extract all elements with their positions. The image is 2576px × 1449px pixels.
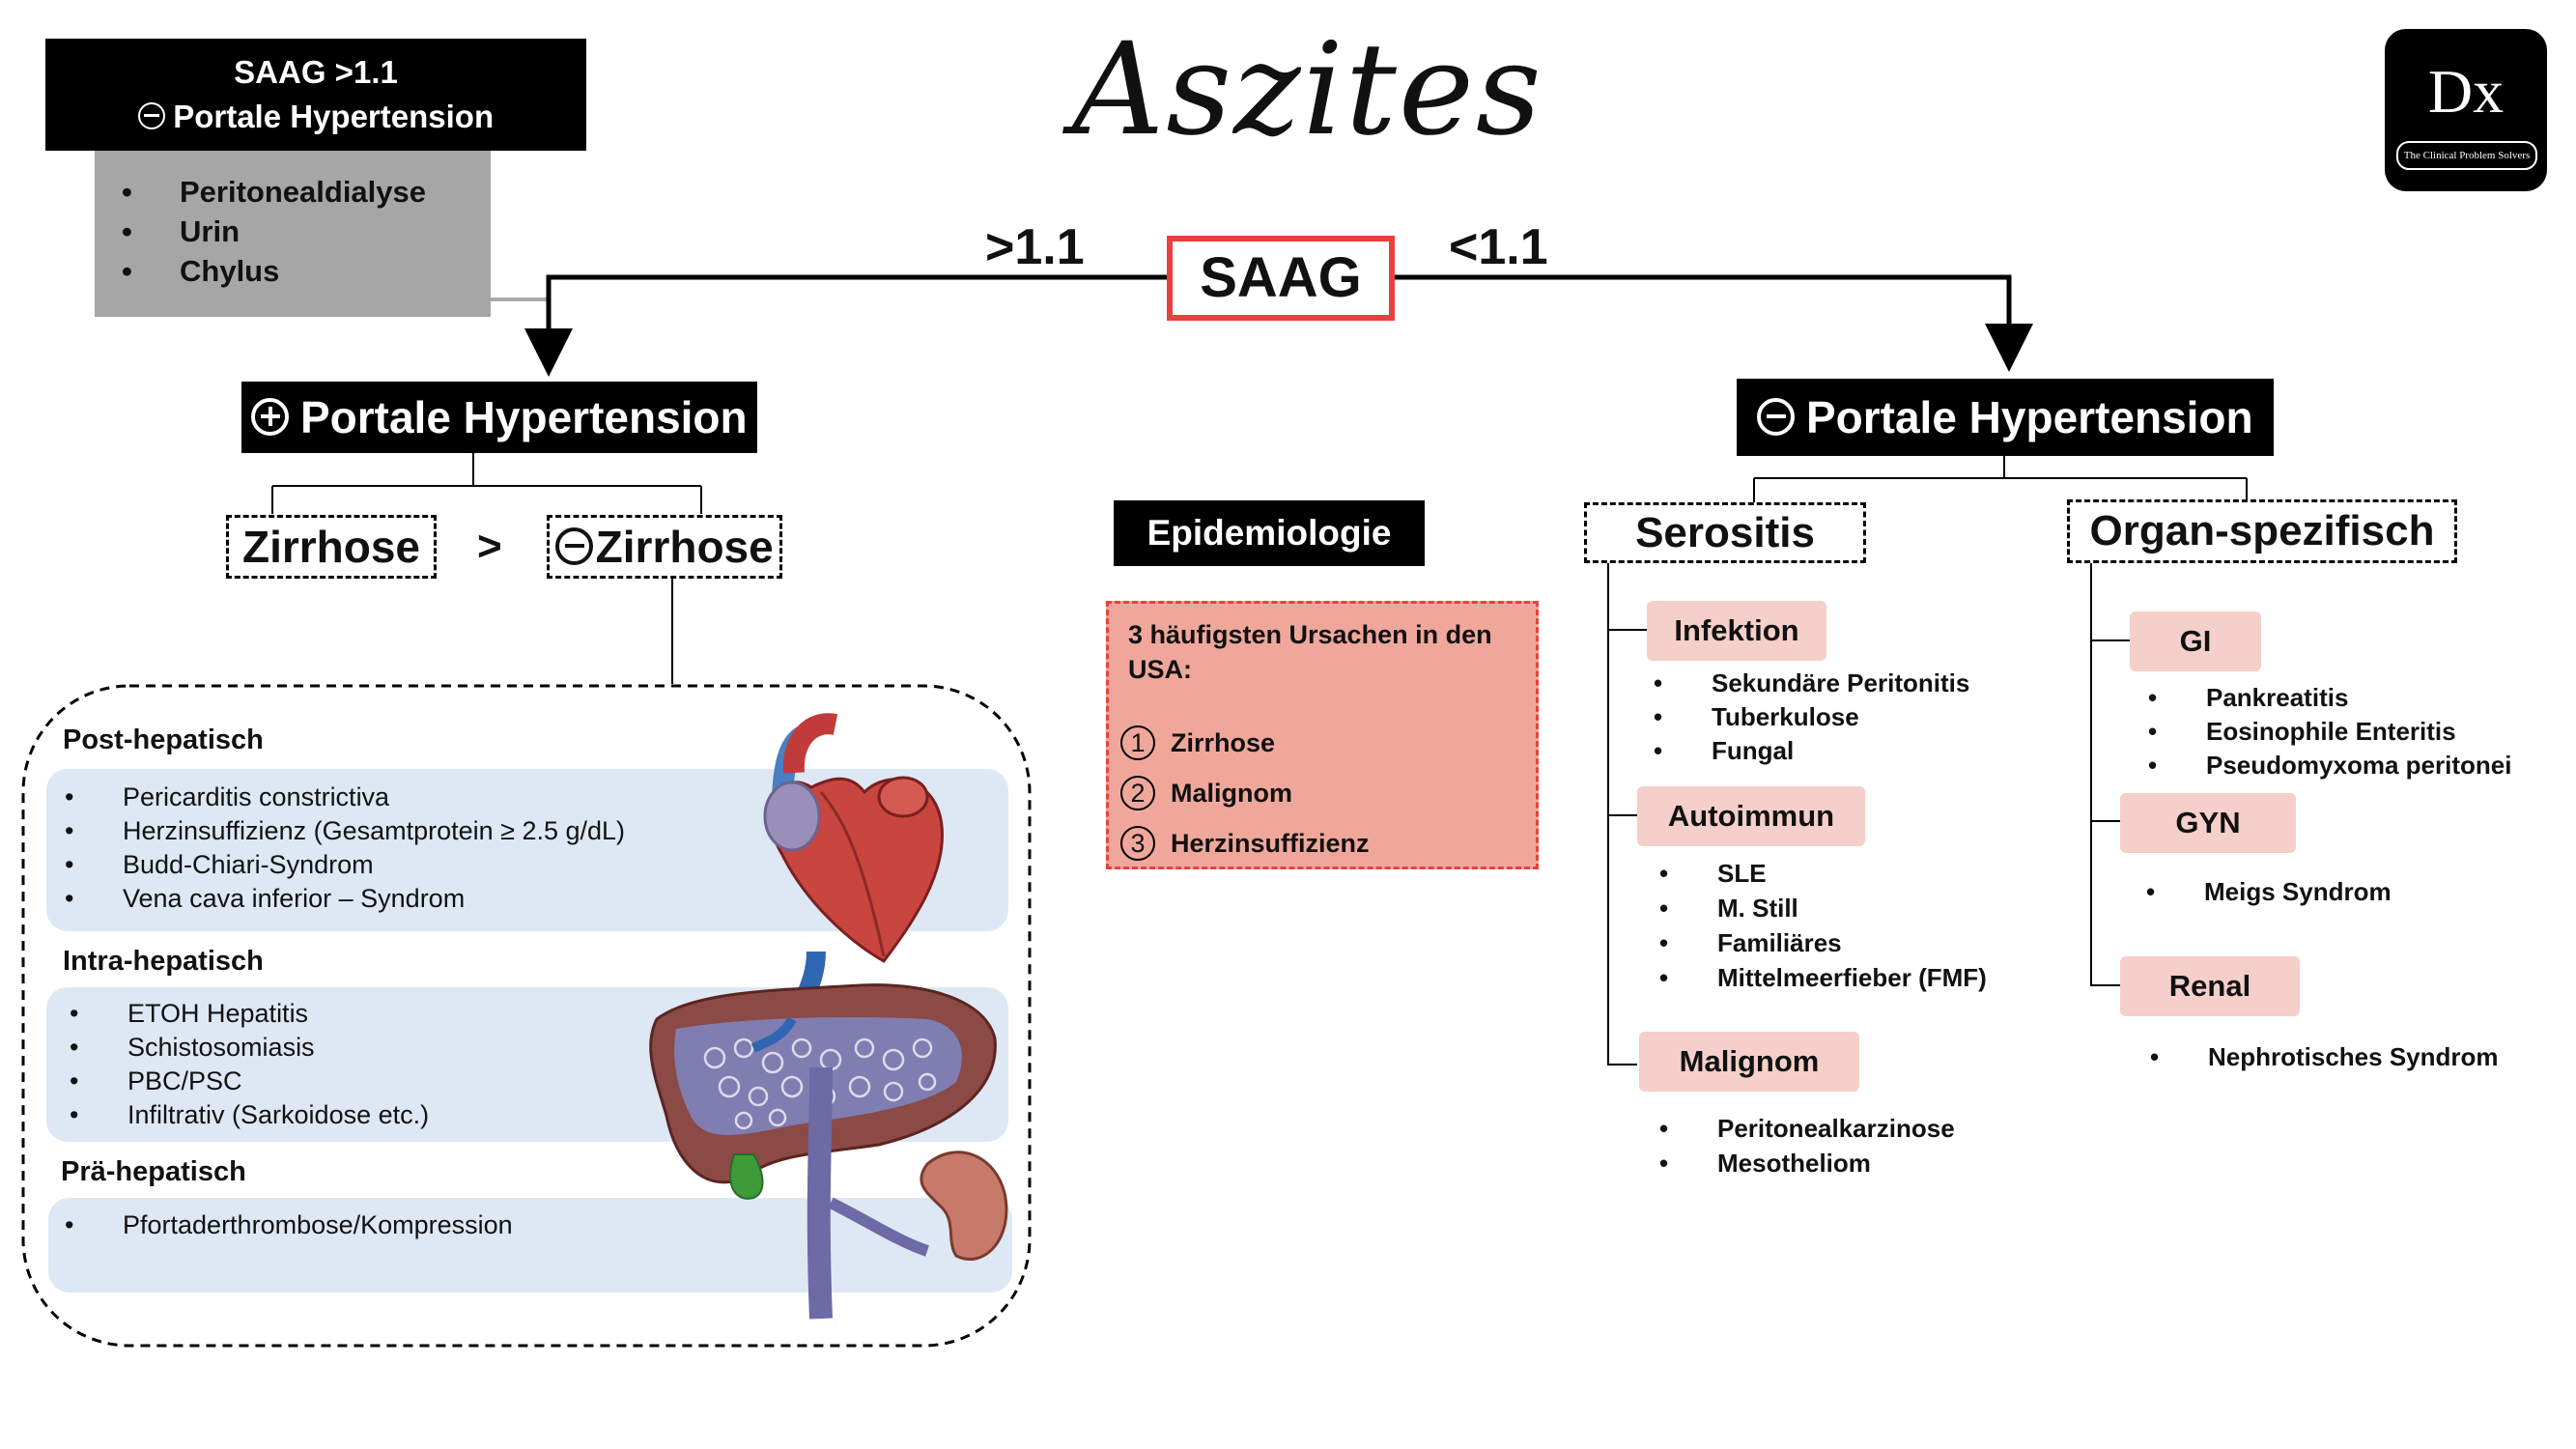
list-item-continuation: Mittelmeerfieber (FMF) (1657, 960, 1987, 995)
autoimmun-list: SLE M. Still Familiäres Mittelmeerfieber… (1657, 856, 1987, 995)
list-item: Schistosomiasis (68, 1031, 429, 1065)
legend-line1: SAAG >1.1 (234, 54, 398, 90)
list-item: Pfortaderthrombose/Kompression (63, 1208, 513, 1242)
portal-hypertension-negative-header: Portale Hypertension (1737, 379, 2274, 456)
category-gi: GI (2130, 611, 2261, 671)
right-header-label: Portale Hypertension (1805, 392, 2253, 442)
category-renal: Renal (2120, 956, 2300, 1016)
saag-right-value: <1.1 (1449, 219, 1548, 275)
aorta-icon (782, 713, 838, 774)
group-title-intra-hepatic: Intra-hepatisch (63, 946, 264, 977)
category-gyn: GYN (2120, 793, 2296, 853)
epidemiology-item-1: 1 Zirrhose (1120, 724, 1275, 762)
list-item: ETOH Hepatitis (68, 997, 429, 1031)
epidemiology-item-2: 2 Malignom (1120, 774, 1292, 812)
list-item: Eosinophile Enteritis (2146, 715, 2511, 749)
group-list-post-hepatic: Pericarditis constrictiva Herzinsuffizie… (63, 781, 625, 916)
list-item: Budd-Chiari-Syndrom (63, 848, 625, 882)
plus-circle-icon (251, 397, 290, 436)
group-title-pre-hepatic: Prä-hepatisch (61, 1156, 246, 1187)
list-item: M. Still (1657, 891, 1987, 925)
list-item: Peritonealkarzinose (1657, 1111, 1955, 1146)
category-infektion: Infektion (1647, 601, 1826, 661)
renal-list: Nephrotisches Syndrom (2148, 1039, 2499, 1074)
number-3-icon: 3 (1120, 826, 1155, 861)
zirrhose-box: Zirrhose (226, 515, 437, 579)
group-list-pre-hepatic: Pfortaderthrombose/Kompression (63, 1208, 513, 1242)
list-item: Peritonealdialyse (120, 172, 491, 212)
list-item: Herzinsuffizienz (Gesamtprotein ≥ 2.5 g/… (63, 814, 625, 848)
list-item: SLE (1657, 856, 1987, 891)
list-item: Tuberkulose (1652, 700, 1969, 734)
list-item: Urin (120, 212, 491, 251)
gi-list: Pankreatitis Eosinophile Enteritis Pseud… (2146, 681, 2511, 782)
saag-label: SAAG (1200, 246, 1362, 309)
number-2-icon: 2 (1120, 776, 1155, 810)
list-item: Meigs Syndrom (2144, 874, 2392, 909)
compare-sign: > (477, 523, 502, 570)
category-autoimmun: Autoimmun (1637, 786, 1865, 846)
logo-tagline: The Clinical Problem Solvers (2396, 141, 2537, 170)
list-item: Pericarditis constrictiva (63, 781, 625, 814)
number-1-icon: 1 (1120, 725, 1155, 760)
non-zirrhose-label: Zirrhose (595, 522, 774, 572)
epidemiology-item-text: Herzinsuffizienz (1171, 829, 1370, 858)
list-item: Sekundäre Peritonitis (1652, 667, 1969, 700)
epidemiology-box: 3 häufigsten Ursachen in den USA: 1 Zirrh… (1106, 601, 1539, 869)
non-zirrhose-box: Zirrhose (547, 515, 782, 579)
legend-list-box: Peritonealdialyse Urin Chylus (95, 151, 491, 317)
left-header-label: Portale Hypertension (299, 392, 748, 442)
epidemiology-header: Epidemiologie (1114, 500, 1425, 566)
serositis-box: Serositis (1584, 502, 1866, 563)
epidemiology-intro: 3 häufigsten Ursachen in den USA: (1128, 620, 1492, 684)
list-item: Mesotheliom (1657, 1146, 1955, 1180)
infektion-list: Sekundäre Peritonitis Tuberkulose Fungal (1652, 667, 1969, 768)
minus-circle-icon (555, 526, 594, 565)
dx-logo: Dx The Clinical Problem Solvers (2385, 29, 2547, 191)
epidemiology-item-3: 3 Herzinsuffizienz (1120, 824, 1370, 863)
malignom-list: Peritonealkarzinose Mesotheliom (1657, 1111, 1955, 1180)
list-item: Vena cava inferior – Syndrom (63, 882, 625, 916)
group-title-post-hepatic: Post-hepatisch (63, 724, 264, 755)
list-item: Fungal (1652, 734, 1969, 768)
saag-left-value: >1.1 (985, 219, 1085, 275)
legend-list: Peritonealdialyse Urin Chylus (120, 172, 491, 291)
gyn-list: Meigs Syndrom (2144, 874, 2392, 909)
group-list-intra-hepatic: ETOH Hepatitis Schistosomiasis PBC/PSC I… (68, 997, 429, 1132)
kidney-icon (920, 1151, 1008, 1262)
category-malignom: Malignom (1639, 1032, 1859, 1092)
list-item: Infiltrativ (Sarkoidose etc.) (68, 1098, 429, 1132)
list-item: Pseudomyxoma peritonei (2146, 749, 2511, 782)
list-item: Pankreatitis (2146, 681, 2511, 715)
legend-header: SAAG >1.1 Portale Hypertension (45, 39, 586, 151)
legend-line2-row: Portale Hypertension (45, 95, 586, 139)
list-item: Familiäres (1657, 925, 1987, 960)
portal-vein-icon (807, 1066, 833, 1320)
anatomy-illustration (649, 713, 1008, 1320)
logo-text: Dx (2427, 57, 2505, 126)
minus-circle-icon (1757, 397, 1796, 436)
list-item: Chylus (120, 251, 491, 291)
page-title: Aszites (1072, 15, 1543, 164)
minus-circle-icon (137, 101, 165, 129)
list-item: Nephrotisches Syndrom (2148, 1039, 2499, 1074)
epidemiology-item-text: Zirrhose (1171, 728, 1276, 757)
portal-hypertension-positive-header: Portale Hypertension (241, 382, 757, 453)
organ-specific-box: Organ-spezifisch (2067, 499, 2457, 563)
list-item: PBC/PSC (68, 1065, 429, 1098)
legend-line2: Portale Hypertension (173, 99, 495, 134)
saag-box: SAAG (1167, 236, 1395, 321)
epidemiology-item-text: Malignom (1171, 779, 1292, 808)
